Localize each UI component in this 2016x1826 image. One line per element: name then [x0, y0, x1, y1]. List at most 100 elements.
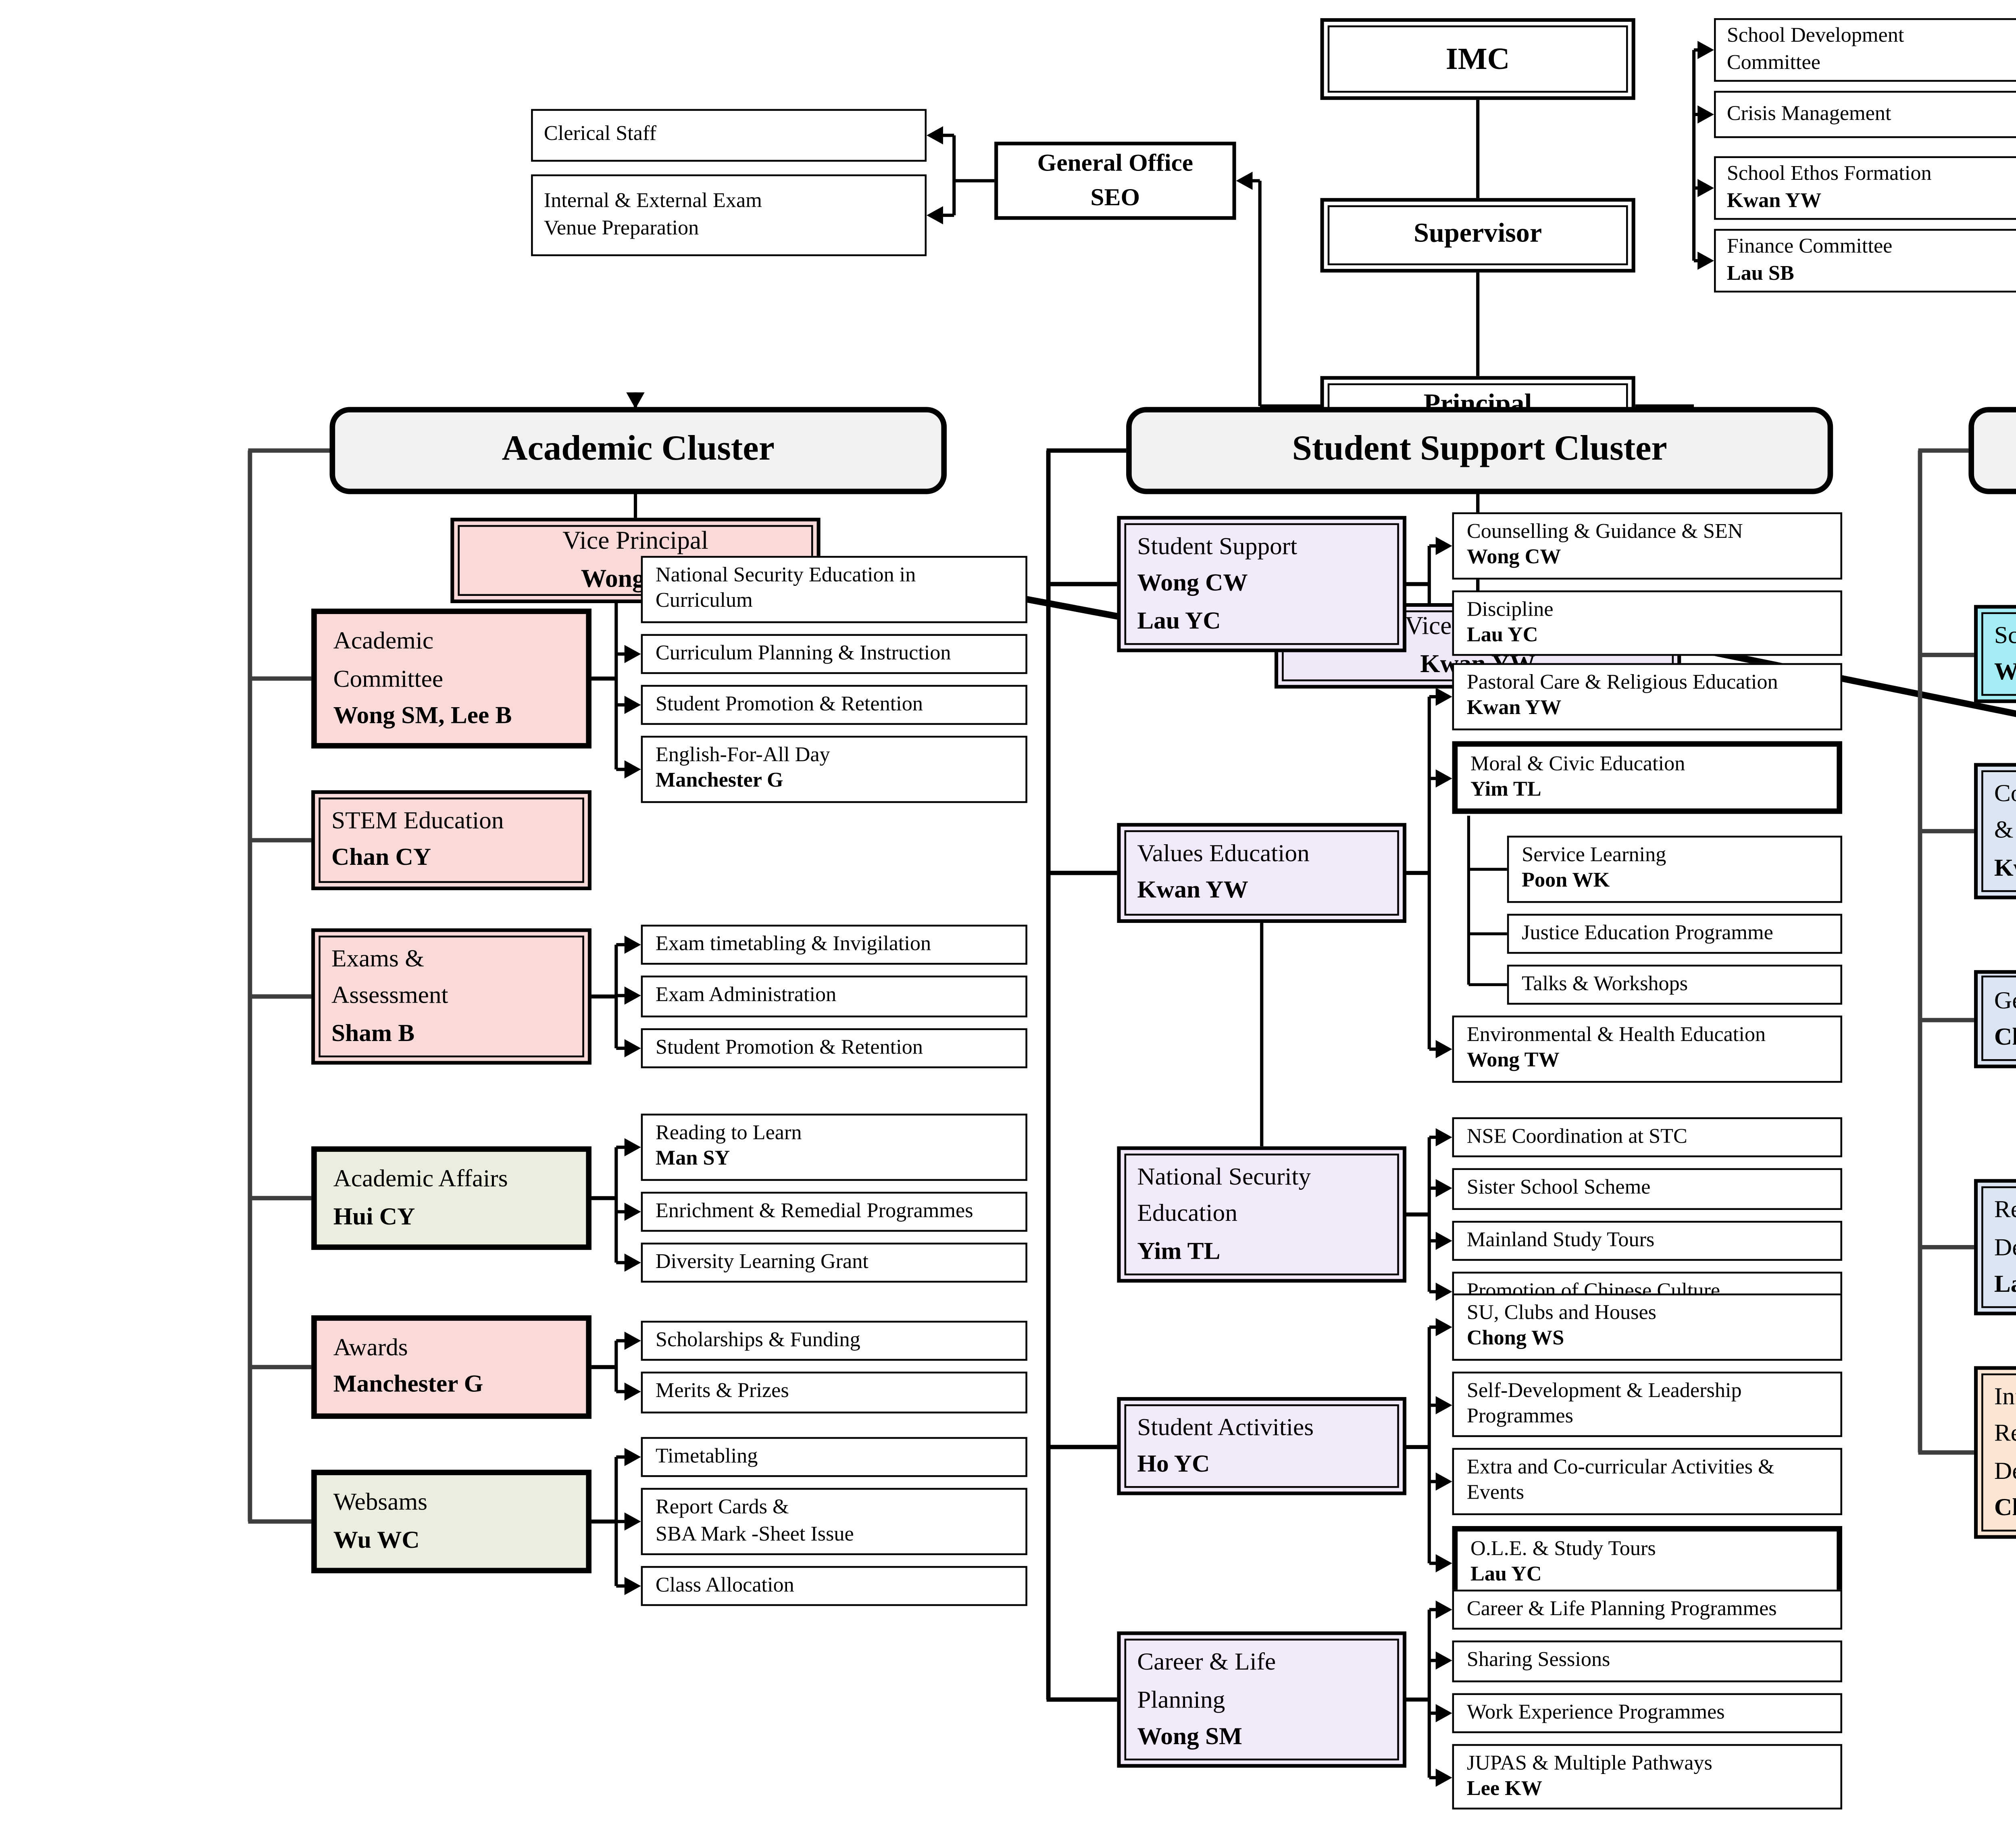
group-administrative-2: General AffairsChui HKAsset ManagementCh…: [1917, 895, 2016, 1142]
child-box: Student Promotion & Retention: [641, 684, 1027, 725]
child-box: Sister School Scheme: [1452, 1168, 1842, 1209]
group-administrative-3: Research and DevelopmentLau SBUse of Dat…: [1917, 1124, 2016, 1370]
child-box: Student Promotion & Retention: [641, 1027, 1027, 1068]
cluster-header-administrative: Administrative Cluster: [1968, 407, 2016, 494]
committee-name: Lau SB: [1727, 262, 1794, 285]
child-box: Class Allocation: [641, 1566, 1027, 1606]
child-title: Class Allocation: [655, 1574, 794, 1597]
child-title: Environmental & Health Education: [1466, 1024, 1766, 1047]
child-box: National Security Education in Curriculu…: [641, 556, 1027, 623]
child-box: Mainland Study Tours: [1452, 1220, 1842, 1261]
child-name: Lau YC: [1470, 1564, 1542, 1586]
child-title: Discipline: [1466, 598, 1554, 620]
parent-name: Chui HK: [1994, 1022, 2016, 1050]
child-box: Self-Development & Leadership Programmes: [1452, 1370, 1842, 1437]
child-box: Career & Life Planning Programmes: [1452, 1589, 1842, 1630]
child-title: Exam timetabling & Invigilation: [655, 934, 931, 956]
cluster-header-academic: Academic Cluster: [329, 407, 947, 494]
parent-title: Academic Committee: [333, 627, 444, 692]
child-box: Curriculum Planning & Instruction: [641, 633, 1027, 674]
parent-box: Communications & Public RelationsKwan HC: [1974, 763, 2016, 899]
parent-name: Lau SB: [1994, 1269, 2016, 1297]
child-title: Student Promotion & Retention: [655, 1036, 923, 1058]
parent-name: Kwan HC: [1994, 853, 2016, 881]
parent-title: Student Activities: [1137, 1413, 1314, 1441]
parent-name: Sham B: [331, 1018, 415, 1046]
group-administrative-0: School AffairsWong KYSchool FunctionsSin…: [1917, 505, 2016, 803]
imc-box: IMC: [1320, 18, 1635, 100]
child-title: Sister School Scheme: [1466, 1178, 1651, 1200]
parent-name: Wong KY: [1994, 658, 2016, 685]
child-title: Sharing Sessions: [1466, 1650, 1610, 1672]
child-box: Exam timetabling & Invigilation: [641, 924, 1027, 965]
committee-title: School Development Committee: [1727, 26, 1904, 74]
child-title: Work Experience Programmes: [1466, 1701, 1725, 1723]
sub-child-title: Justice Education Programme: [1522, 922, 1773, 944]
committee-title: School Ethos Formation: [1727, 164, 1932, 186]
group-administrative-4: Infrastructure and Resource DevelopmentC…: [1917, 1366, 2016, 1759]
child-name: Wong CW: [1466, 547, 1561, 569]
child-title: SU, Clubs and Houses: [1466, 1302, 1657, 1324]
child-title: Reading to Learn: [655, 1122, 802, 1145]
parent-name: Wu WC: [333, 1525, 420, 1553]
parent-title: Websams: [333, 1488, 428, 1516]
child-box: Report Cards & SBA Mark -Sheet Issue: [641, 1488, 1027, 1555]
supervisor-box: Supervisor: [1320, 198, 1635, 273]
parent-title: School Affairs: [1994, 620, 2016, 648]
committee-school-development: School Development Committee: [1714, 18, 2016, 82]
committee-title: Finance Committee: [1727, 237, 1893, 259]
parent-box: Websams Wu WC: [311, 1470, 591, 1573]
parent-box: School AffairsWong KY: [1974, 604, 2016, 704]
parent-name: Wong SM: [1137, 1722, 1243, 1749]
vp-title: Vice Principal: [562, 527, 708, 555]
parent-name: Yim TL: [1137, 1236, 1220, 1264]
child-box: Timetabling: [641, 1437, 1027, 1478]
child-title: Exam Administration: [655, 985, 837, 1007]
child-box: Merits & Prizes: [641, 1372, 1027, 1413]
child-name: Man SY: [655, 1148, 730, 1170]
parent-title: Values Education: [1137, 839, 1310, 867]
imc-label: IMC: [1445, 41, 1510, 75]
child-title: Self-Development & Leadership Programmes: [1466, 1380, 1742, 1428]
committee-name: Kwan YW: [1727, 189, 1822, 212]
child-box: Scholarships & Funding: [641, 1320, 1027, 1362]
parent-name: Chan CY: [1994, 1493, 2016, 1520]
parent-title: Awards: [333, 1333, 408, 1361]
parent-name: Ho YC: [1137, 1449, 1210, 1477]
parent-box: Infrastructure and Resource DevelopmentC…: [1974, 1366, 2016, 1539]
parent-name: Wong SM, Lee B: [333, 701, 512, 729]
